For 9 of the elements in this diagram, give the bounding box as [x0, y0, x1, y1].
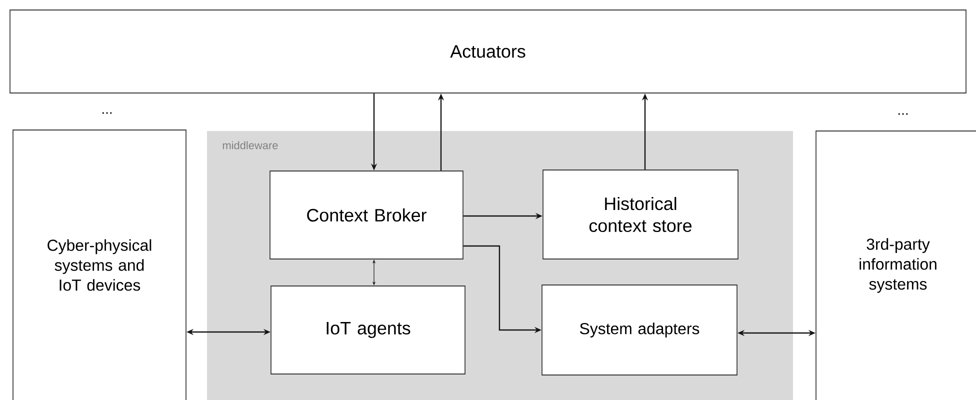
ellipsis-label: ... [102, 112, 112, 114]
process-box: Context Broker [270, 170, 464, 260]
process-box: Actuators [10, 10, 966, 94]
process-box: IoT agents [270, 286, 466, 374]
system-box: 3rd-party information systems [816, 130, 976, 400]
system-box: Cyber-physical systems and IoT devices [12, 130, 186, 400]
ellipsis-label: ... [898, 113, 908, 115]
process-box: System adapters [542, 284, 738, 376]
process-box: Historical context store [542, 170, 738, 260]
